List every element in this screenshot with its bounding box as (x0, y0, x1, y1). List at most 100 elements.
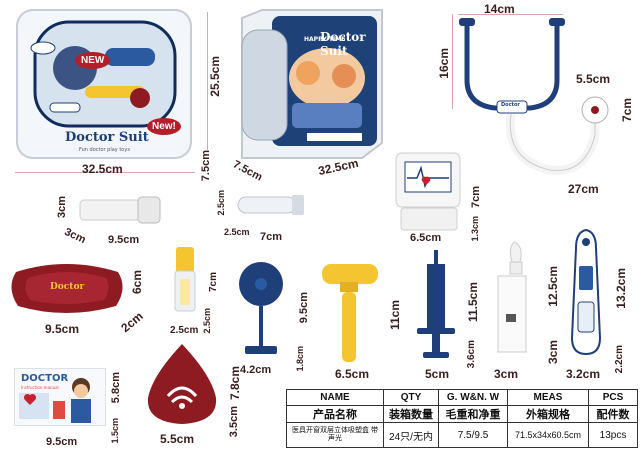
dim-vial-w: 2.5cm (170, 325, 199, 336)
kidney-tray: Doctor (8, 258, 126, 322)
dim-vial-h: 7cm (208, 272, 219, 293)
syringe (413, 248, 459, 364)
spec-value-meas: 71.5x34x60.5cm (507, 422, 589, 448)
instruction-card: DOCTOR Instruction manual (14, 368, 106, 426)
stethoscope-art (459, 18, 609, 176)
dim-card-d: 1.5cm (110, 418, 120, 444)
spec-header-meas: MEAS (507, 389, 589, 406)
dim-hammer-w: 6.5cm (335, 367, 370, 381)
dim-mirror-h: 9.5cm (298, 292, 310, 324)
spec-value-pcs: 13pcs (588, 422, 638, 448)
dim-steth-head-w: 5.5cm (576, 72, 611, 86)
dim-box1-height: 25.5cm (208, 56, 222, 97)
right-package-box: HAPPY TIME Doctor Suit (232, 8, 392, 163)
dim-mirror-d: 1.8cm (295, 346, 305, 372)
left-package-box: NEW New! Doctor Suit Fun doctor play toy… (15, 8, 193, 160)
dim-syringe-d: 3.6cm (466, 340, 477, 369)
dim-steth-height: 16cm (437, 48, 451, 79)
dim-steth-head-h: 7cm (620, 98, 634, 123)
spec-value-qty: 24只/无内 (383, 422, 439, 448)
dim-dropper-w: 3cm (494, 367, 519, 381)
medicine-vial-art (174, 247, 196, 312)
spec-header-qty: QTY (383, 389, 439, 406)
head-mirror-art (239, 262, 283, 354)
dim-torch-dia2: 3cm (62, 225, 88, 247)
tray-label: Doctor (50, 282, 85, 292)
dim-monitor-w: 6.5cm (410, 232, 442, 244)
dim-syringe-w: 5cm (425, 367, 450, 381)
spec-header-meas-cn: 外箱规格 (507, 405, 589, 423)
medicine-vial (172, 245, 198, 319)
dim-tube-dia: 2.5cm (216, 190, 226, 216)
dim-tray-w: 9.5cm (45, 322, 80, 336)
dim-thermo-d: 2.2cm (614, 345, 625, 374)
spec-header-pcs-cn: 配件数 (588, 405, 638, 423)
dim-box1-depth: 7.5cm (200, 150, 212, 182)
spec-header-name-cn: 产品名称 (286, 405, 384, 423)
dim-steth-width: 14cm (484, 2, 515, 16)
spec-header-name: NAME (286, 389, 384, 406)
thermometer (566, 228, 606, 362)
dim-card-w: 9.5cm (46, 436, 78, 448)
dim-line-box1-width (15, 172, 195, 173)
dim-line-box1-height (207, 12, 208, 150)
reflex-hammer (318, 260, 382, 374)
dim-thermo-w: 3.2cm (566, 367, 601, 381)
dim-monitor-h: 7cm (470, 186, 482, 209)
flashlight-art (79, 196, 161, 224)
thermometer-art (570, 228, 602, 356)
right-package-box-art (241, 9, 383, 159)
card-title: DOCTOR (21, 373, 69, 384)
stethoscope: Doctor (455, 10, 630, 190)
new-badge-1: NEW (75, 52, 111, 69)
dim-thermo-h: 13.2cm (614, 268, 628, 309)
spec-value-name: 医具开窗双层立体吸塑盒 带声光 (286, 422, 384, 448)
dim-syringe-h: 11.5cm (466, 282, 480, 323)
bp-bulb (142, 340, 222, 432)
syringe-art (417, 250, 455, 358)
card-subtitle: Instruction manual (21, 385, 59, 390)
dim-tray-h: 6cm (130, 270, 144, 295)
dim-box1-width: 32.5cm (82, 162, 123, 176)
dim-tube-dia2: 2.5cm (224, 227, 250, 237)
dim-torch-dia: 3cm (56, 196, 68, 219)
dim-bp-h: 7.8cm (228, 366, 242, 401)
spec-header-qty-cn: 装箱数量 (383, 405, 439, 423)
spec-values-row: 医具开窗双层立体吸塑盒 带声光 24只/无内 7.5/9.5 71.5x34x6… (286, 422, 638, 448)
flashlight (78, 196, 163, 228)
dim-card-h: 5.8cm (110, 372, 122, 404)
reflex-hammer-art (322, 264, 378, 362)
dim-line-steth-height (452, 14, 453, 109)
left-box-logo: Doctor Suit (65, 130, 149, 145)
dim-monitor-d: 1.3cm (470, 216, 480, 242)
steth-label: Doctor (501, 102, 520, 108)
spec-header-weight: G. W&N. W (438, 389, 508, 406)
heart-monitor-art (395, 152, 461, 231)
left-box-tagline: Fun doctor play toys (79, 147, 130, 153)
right-box-logo: Doctor Suit (320, 30, 366, 58)
kidney-tray-art (11, 264, 123, 313)
test-tube (236, 193, 306, 221)
spec-header-en-row: NAME QTY G. W&N. W MEAS PCS (286, 389, 638, 406)
dim-tube-len: 7cm (260, 231, 283, 243)
dim-torch-len: 9.5cm (108, 234, 140, 246)
spec-value-weight: 7.5/9.5 (438, 422, 508, 448)
dim-steth-length: 27cm (568, 182, 599, 196)
spec-table: NAME QTY G. W&N. W MEAS PCS 产品名称 装箱数量 毛重… (286, 389, 638, 448)
dim-hammer-h: 11cm (388, 300, 402, 331)
test-tube-art (237, 195, 304, 215)
dim-line-steth-width (458, 14, 563, 15)
dim-mirror-w: 4.2cm (240, 364, 272, 376)
dropper-bottle (490, 240, 530, 364)
dim-dropper-h: 12.5cm (546, 266, 560, 307)
bp-bulb-art (147, 344, 217, 424)
dim-dropper-d: 3cm (546, 340, 560, 365)
dim-bp-d: 3.5cm (228, 406, 240, 438)
heart-monitor (393, 150, 465, 236)
dim-bp-w: 5.5cm (160, 432, 195, 446)
spec-header-weight-cn: 毛重和净重 (438, 405, 508, 423)
right-box-badge: HAPPY TIME (304, 36, 346, 43)
left-package-box-art (16, 9, 192, 159)
dim-vial-d: 2.5cm (202, 308, 212, 334)
